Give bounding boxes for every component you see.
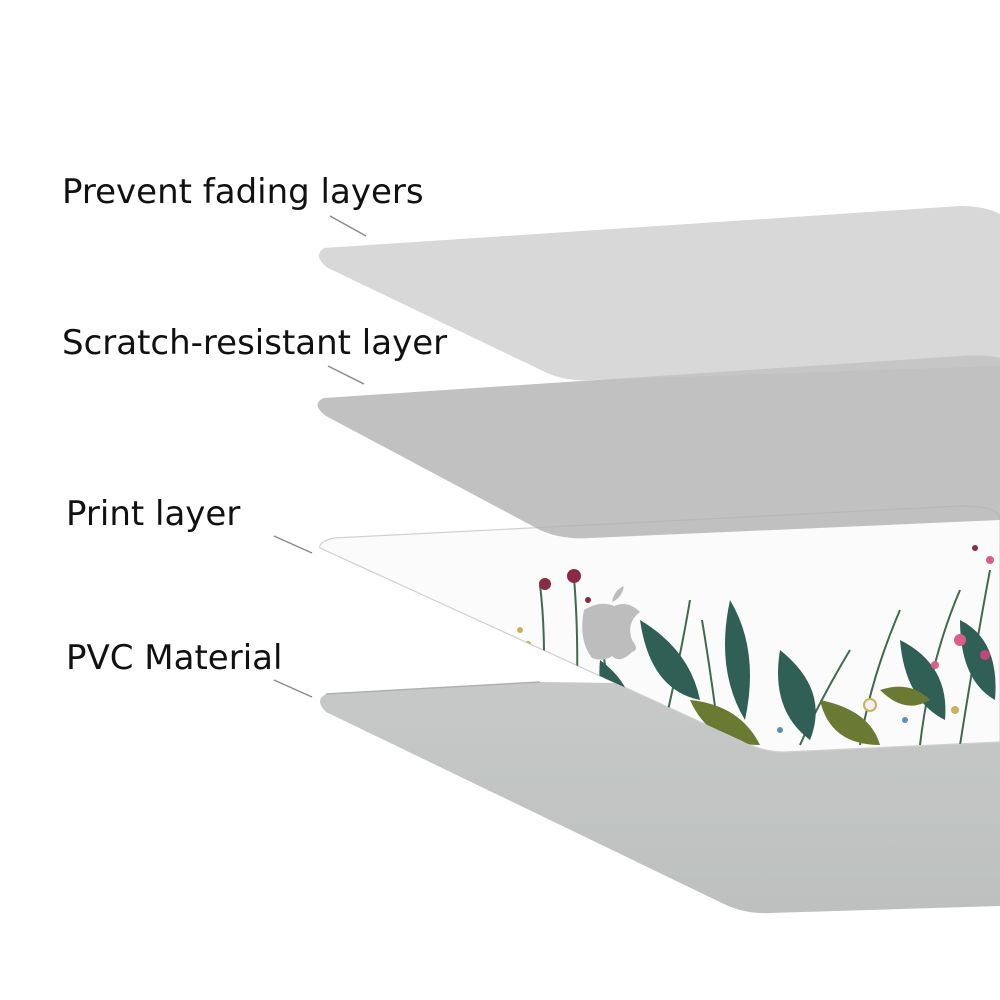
prevent-fading-layer [318,206,1000,381]
leader-line-prevent-fading [329,215,367,237]
leader-line-pvc [273,679,313,698]
label-scratch-resistant-layer: Scratch-resistant layer [62,323,448,363]
leader-lines [273,215,367,698]
apple-logo-icon [582,586,640,660]
scratch-resistant-layer [317,355,1000,539]
label-prevent-fading-layers: Prevent fading layers [62,172,424,212]
pvc-material-edge [325,681,541,695]
label-print-layer: Print layer [66,494,241,534]
label-pvc-material: PVC Material [66,638,283,678]
leader-line-scratch-resistant [327,365,365,385]
leader-line-print [273,535,313,554]
